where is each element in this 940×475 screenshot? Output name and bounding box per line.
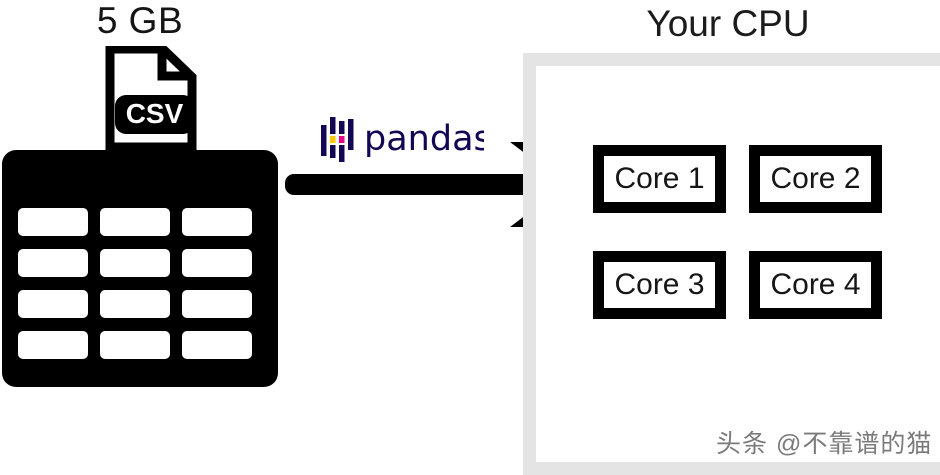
pandas-mark-icon [320, 116, 354, 162]
core-label-4: Core 4 [770, 268, 861, 301]
core-label-1: Core 1 [614, 162, 705, 195]
pandas-wordmark: pandas [364, 114, 492, 162]
file-size-label: 5 GB [96, 0, 184, 41]
core-box-1[interactable]: Core 1 [593, 145, 726, 213]
svg-text:pandas: pandas [364, 119, 484, 159]
csv-file-icon: CSV [103, 44, 199, 152]
cpu-panel [523, 53, 940, 475]
watermark: 头条 @不靠谱的猫 [716, 430, 933, 458]
svg-text:CSV: CSV [126, 98, 184, 129]
core-box-4[interactable]: Core 4 [749, 251, 882, 319]
dataframe-table-icon [2, 150, 278, 387]
core-label-3: Core 3 [614, 268, 705, 301]
core-box-3[interactable]: Core 3 [593, 251, 726, 319]
core-box-2[interactable]: Core 2 [749, 145, 882, 213]
pandas-logo: pandas [320, 114, 492, 164]
core-label-2: Core 2 [770, 162, 861, 195]
cpu-title: Your CPU [646, 3, 810, 44]
